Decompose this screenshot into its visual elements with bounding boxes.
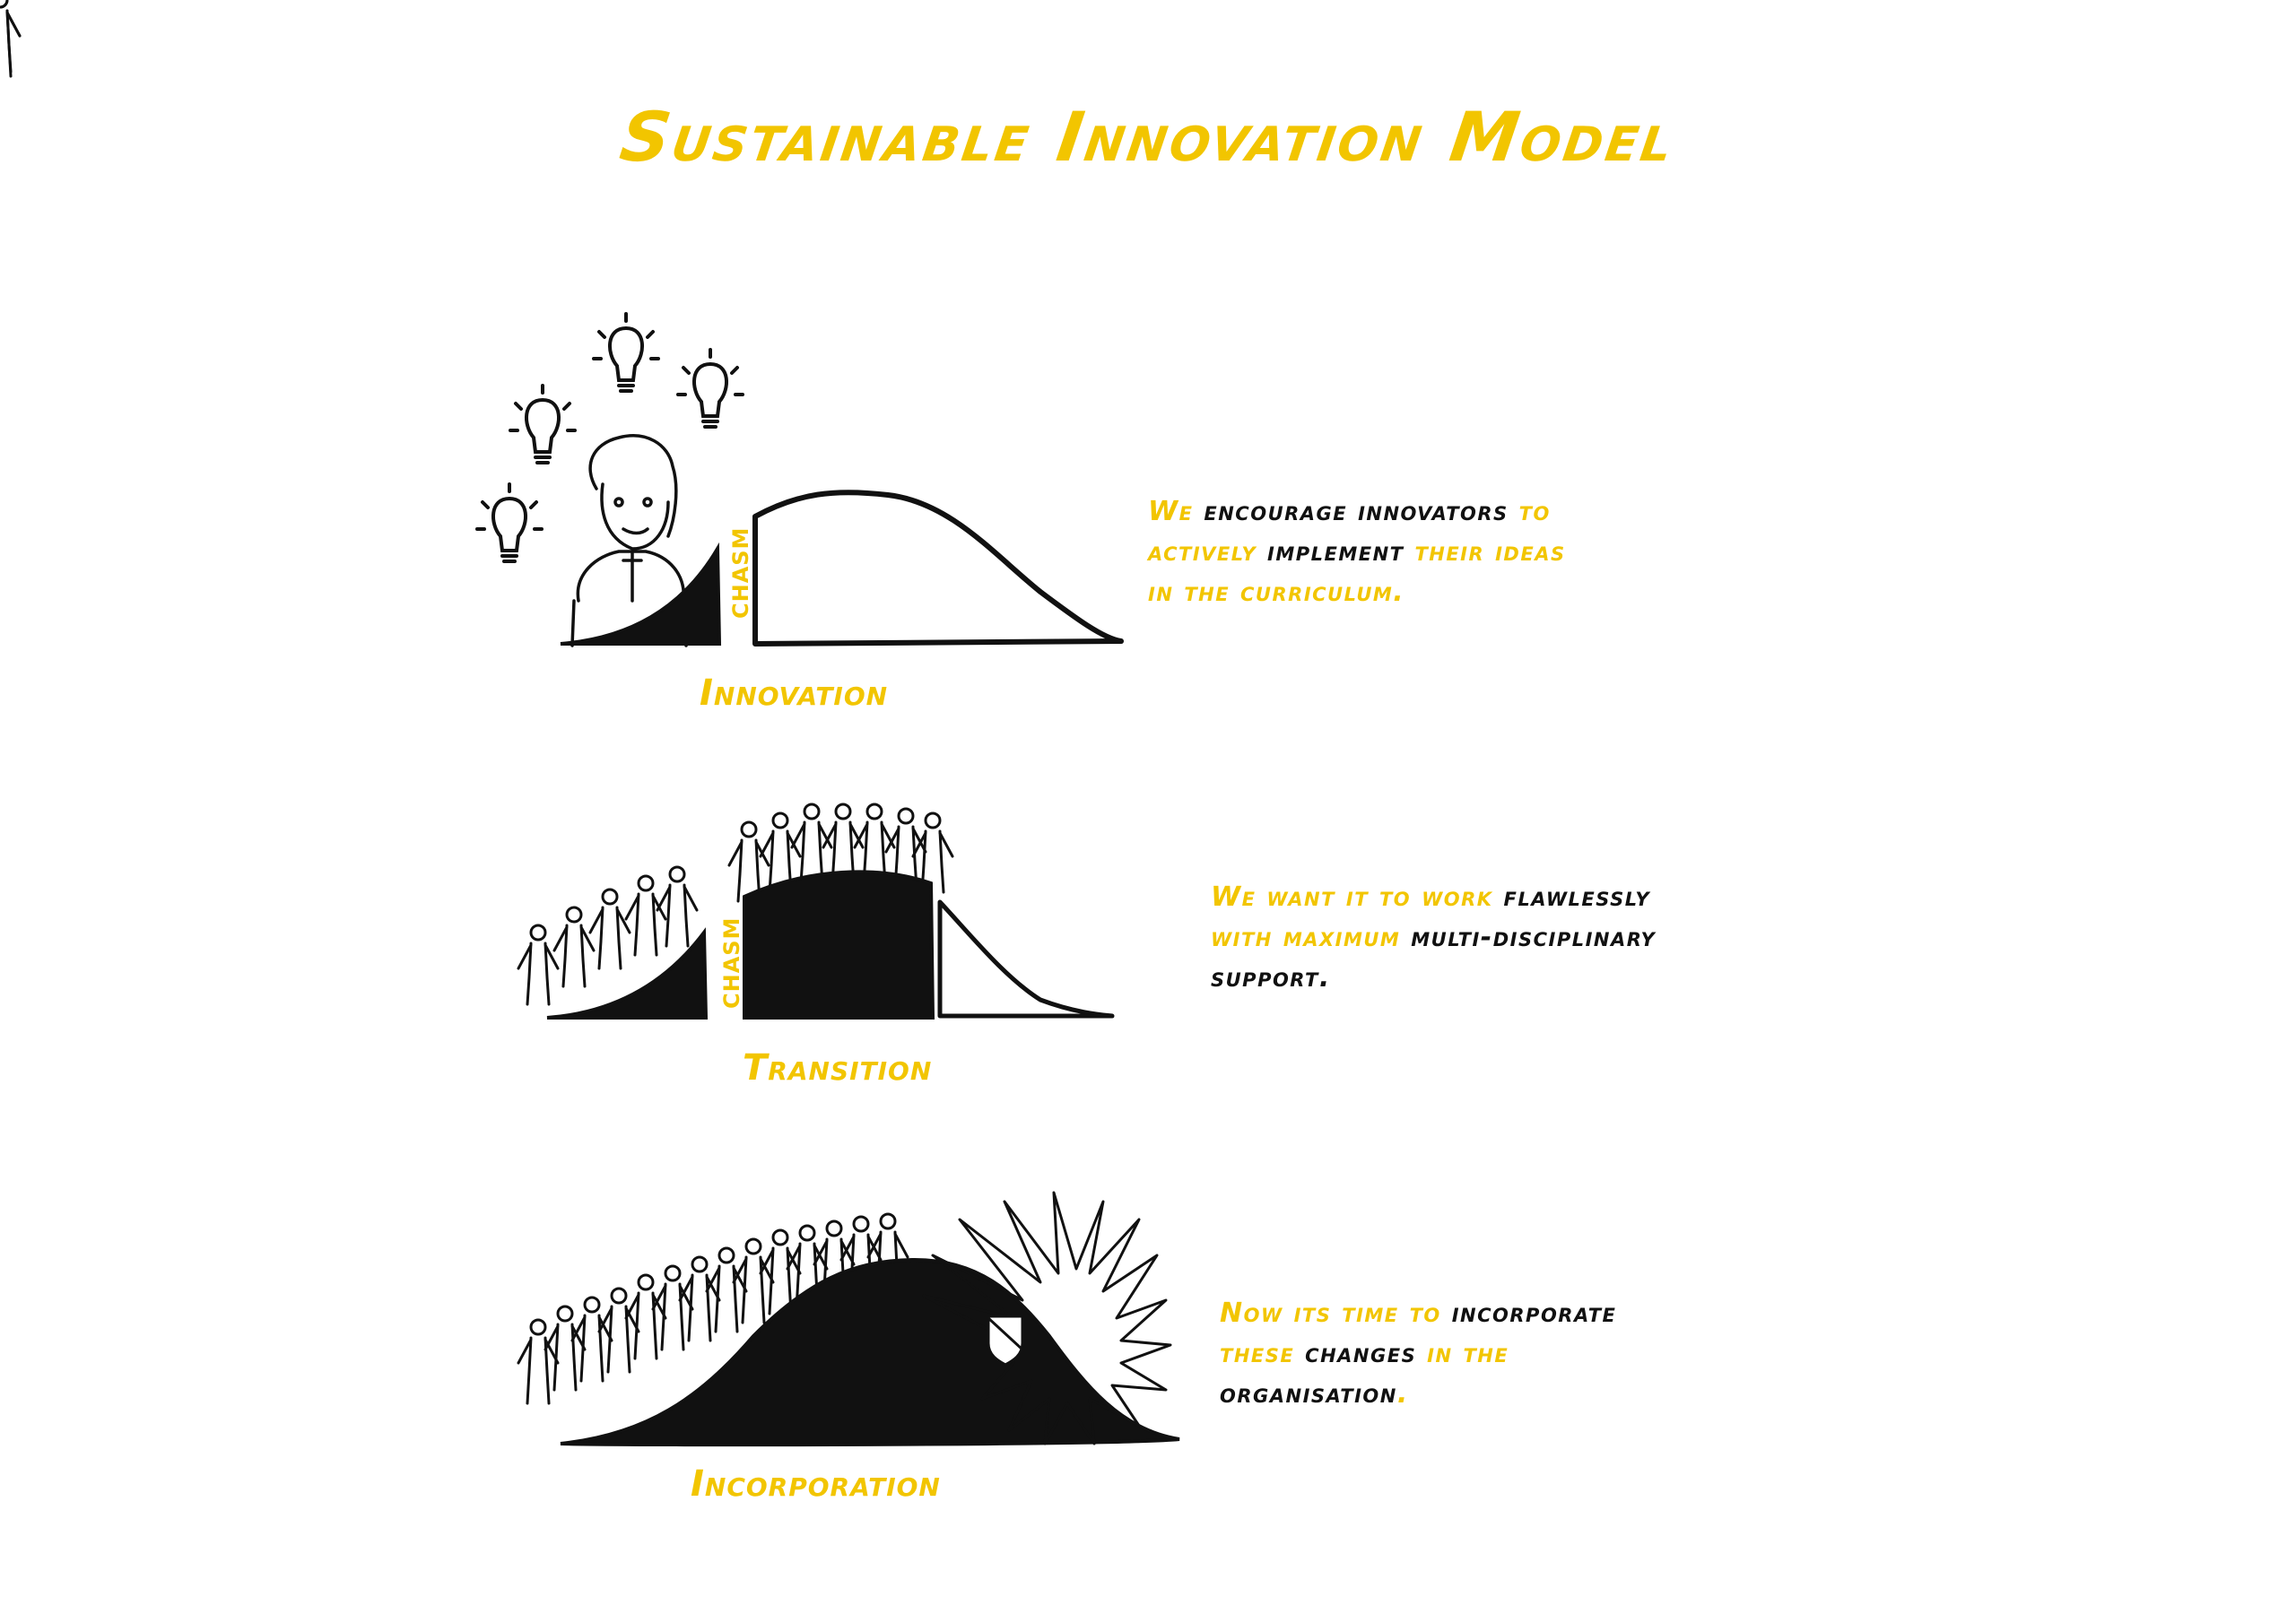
innovation-illustration — [475, 312, 1124, 647]
stage-label-incorporation: Incorporation — [691, 1463, 941, 1505]
bell-curve-filled — [560, 1257, 1180, 1447]
adoption-curve-small-filled — [560, 542, 722, 646]
description-line: support. — [1211, 962, 1331, 994]
description-line: We encourage innovators to — [1148, 496, 1551, 527]
description-line: Now its time to incorporate — [1220, 1298, 1617, 1329]
description-line: in the curriculum. — [1148, 577, 1405, 608]
adoption-curve-right-outline — [937, 899, 1115, 1019]
incorporation-illustration — [0, 0, 1180, 1447]
stage-innovation: CHASM Innovation We encourage innovators… — [0, 0, 2296, 735]
adoption-curve-large-outline — [752, 490, 1124, 647]
shield-icon — [987, 1315, 1024, 1367]
stage-description: Now its time to incorporate these change… — [1220, 1293, 1616, 1414]
stage-label-transition: Transition — [743, 1047, 933, 1089]
stage-description: We encourage innovators to actively impl… — [1148, 491, 1566, 612]
description-line: organisation. — [1220, 1378, 1409, 1410]
stage-description: We want it to work flawlessly with maxim… — [1211, 877, 1656, 998]
stage-transition: CHASM Transition We want it to work flaw… — [0, 0, 1656, 1089]
crowd-of-people — [0, 0, 909, 1405]
description-line: actively implement their ideas — [1148, 536, 1566, 568]
description-line: these changes in the — [1220, 1338, 1509, 1369]
adoption-curve-middle-filled — [743, 870, 935, 1020]
description-line: with maximum multi-disciplinary — [1211, 922, 1657, 953]
stage-label-innovation: Innovation — [700, 673, 889, 714]
transition-illustration — [0, 0, 1115, 1020]
stage-incorporation: Incorporation Now its time to incorporat… — [0, 0, 1616, 1505]
adoption-curve-left-filled — [546, 927, 709, 1020]
lightbulb-icon — [475, 312, 744, 563]
sunburst-icon — [922, 1191, 1172, 1445]
description-line: We want it to work flawlessly — [1211, 881, 1651, 913]
